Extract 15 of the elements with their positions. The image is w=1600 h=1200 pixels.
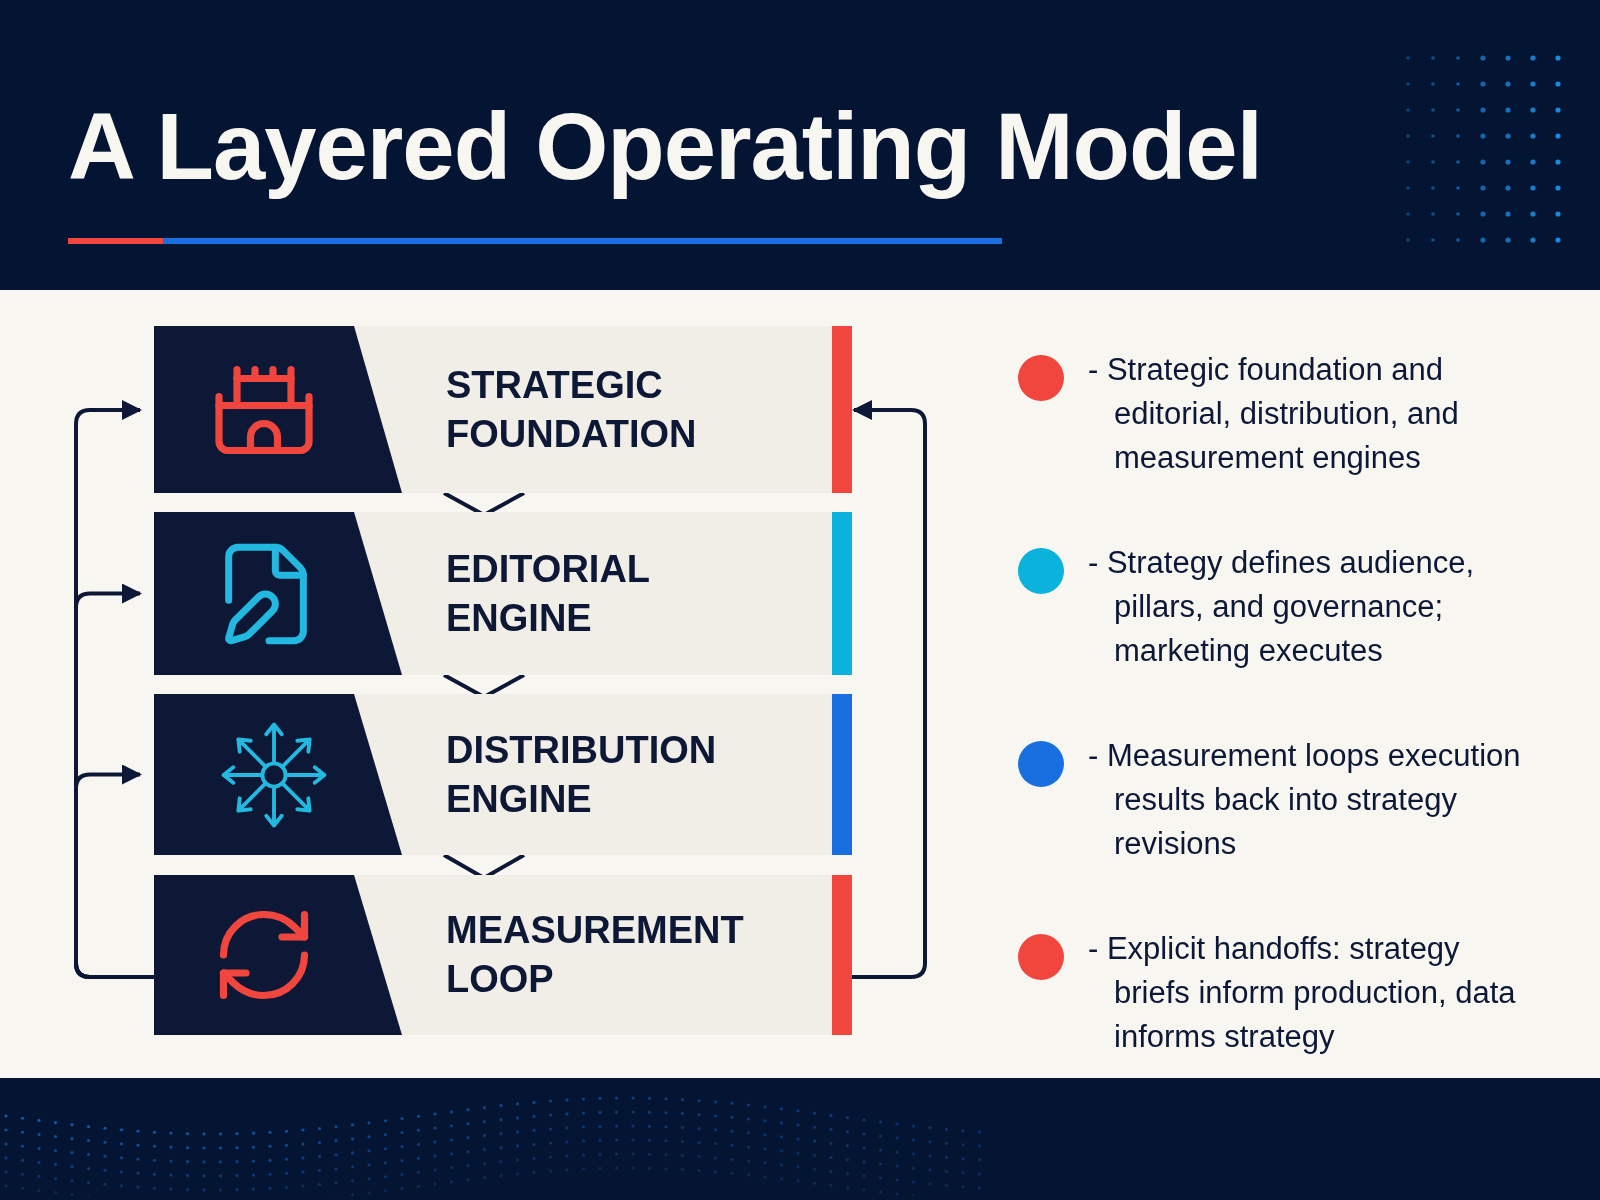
layer-title: DISTRIBUTION ENGINE bbox=[446, 727, 718, 822]
legend-text: - Measurement loops execution results back into strategy revisions bbox=[1088, 737, 1522, 863]
layer-title: EDITORIAL ENGINE bbox=[446, 546, 651, 641]
legend-text: - Explicit handoffs: strategy briefs inform production, data informs strategy bbox=[1088, 930, 1517, 1056]
legend-text: - Strategic foundation and editorial, distribution, and measurement engines bbox=[1088, 351, 1460, 477]
layer-block bbox=[154, 326, 852, 493]
layer-title: STRATEGIC FOUNDATION bbox=[446, 362, 698, 457]
feedback-arrow bbox=[852, 400, 927, 979]
title: A Layered Operating Model bbox=[68, 93, 1262, 201]
legend-text: - Strategy defines audience, pillars, and governance; marketing executes bbox=[1088, 544, 1476, 670]
layer-title: MEASUREMENT LOOP bbox=[446, 908, 745, 1002]
layer-block bbox=[154, 512, 852, 675]
feedback-arrow bbox=[74, 764, 154, 979]
layer-block bbox=[154, 875, 852, 1035]
layer-block bbox=[154, 694, 852, 855]
